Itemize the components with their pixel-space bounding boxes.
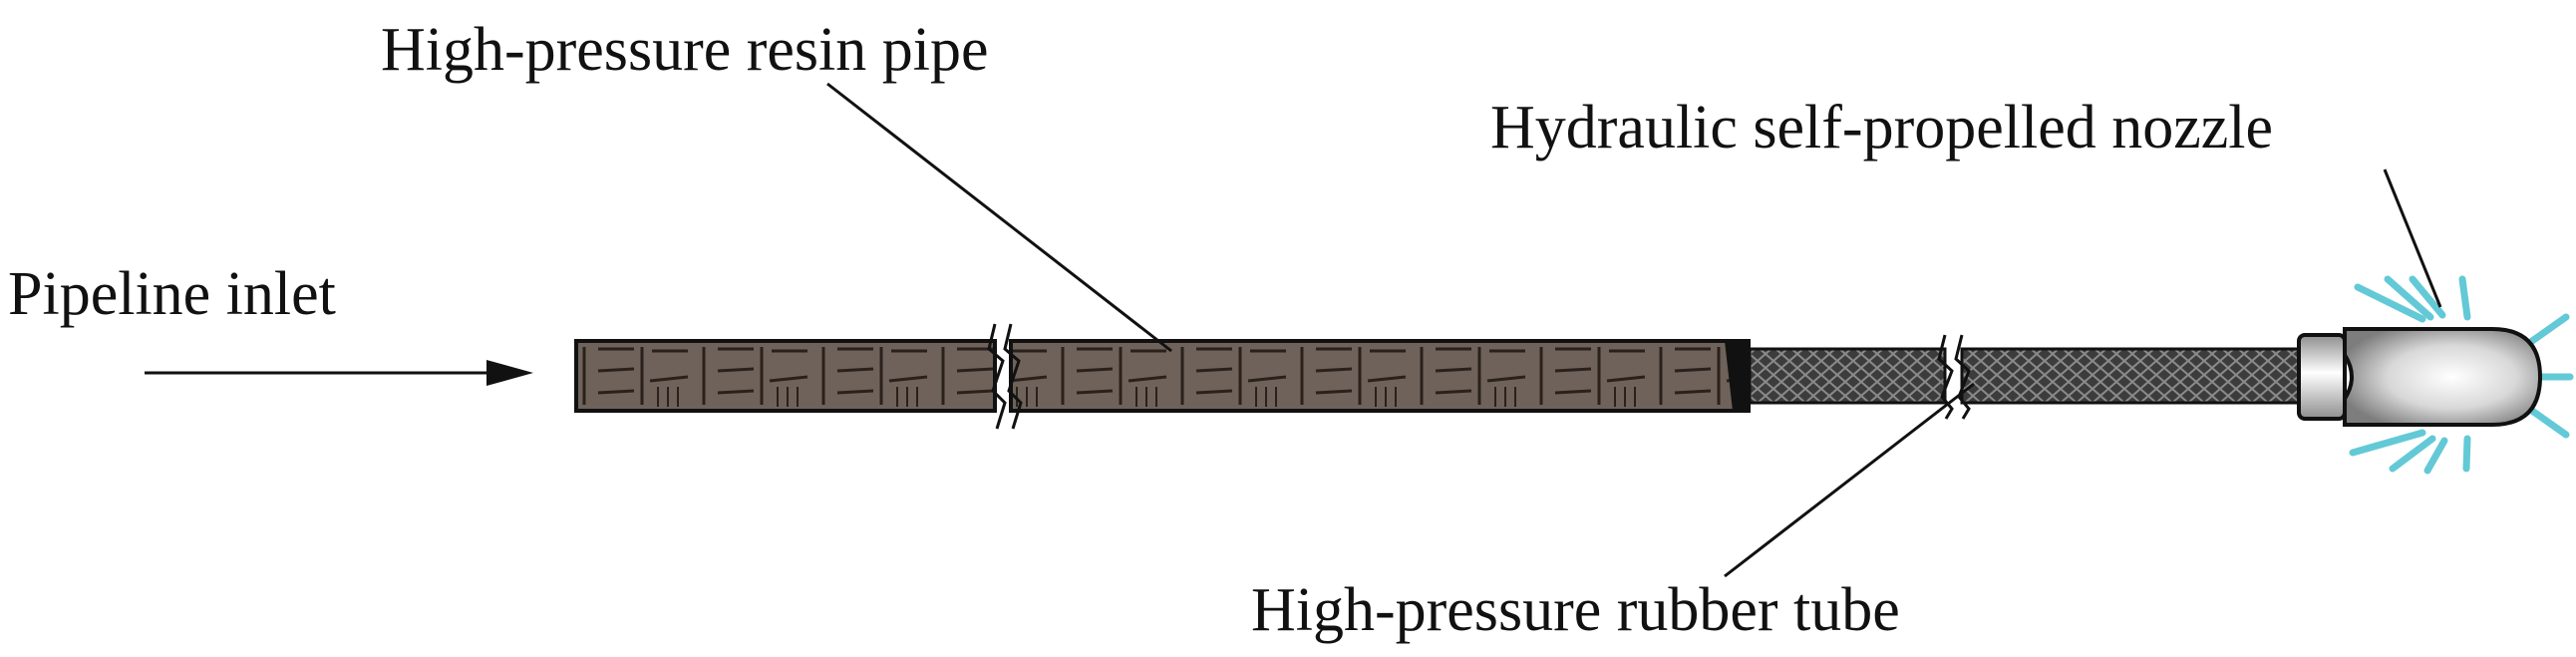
nozzle xyxy=(2297,327,2543,427)
inlet-arrow xyxy=(145,360,533,386)
rubber-tube xyxy=(1748,347,2303,405)
resin-pipe-segment-2 xyxy=(1009,339,1751,413)
label-nozzle: Hydraulic self-propelled nozzle xyxy=(1490,94,2273,162)
rubber-tube-break xyxy=(1937,334,1971,420)
leader-lines xyxy=(826,82,2442,578)
label-resin-pipe: High-pressure resin pipe xyxy=(381,16,989,84)
water-spray xyxy=(2349,275,2574,475)
resin-pipe-segment-1 xyxy=(574,339,997,413)
resin-pipe-break xyxy=(987,323,1023,430)
label-rubber-tube: High-pressure rubber tube xyxy=(1251,576,1900,644)
label-inlet: Pipeline inlet xyxy=(8,260,336,328)
